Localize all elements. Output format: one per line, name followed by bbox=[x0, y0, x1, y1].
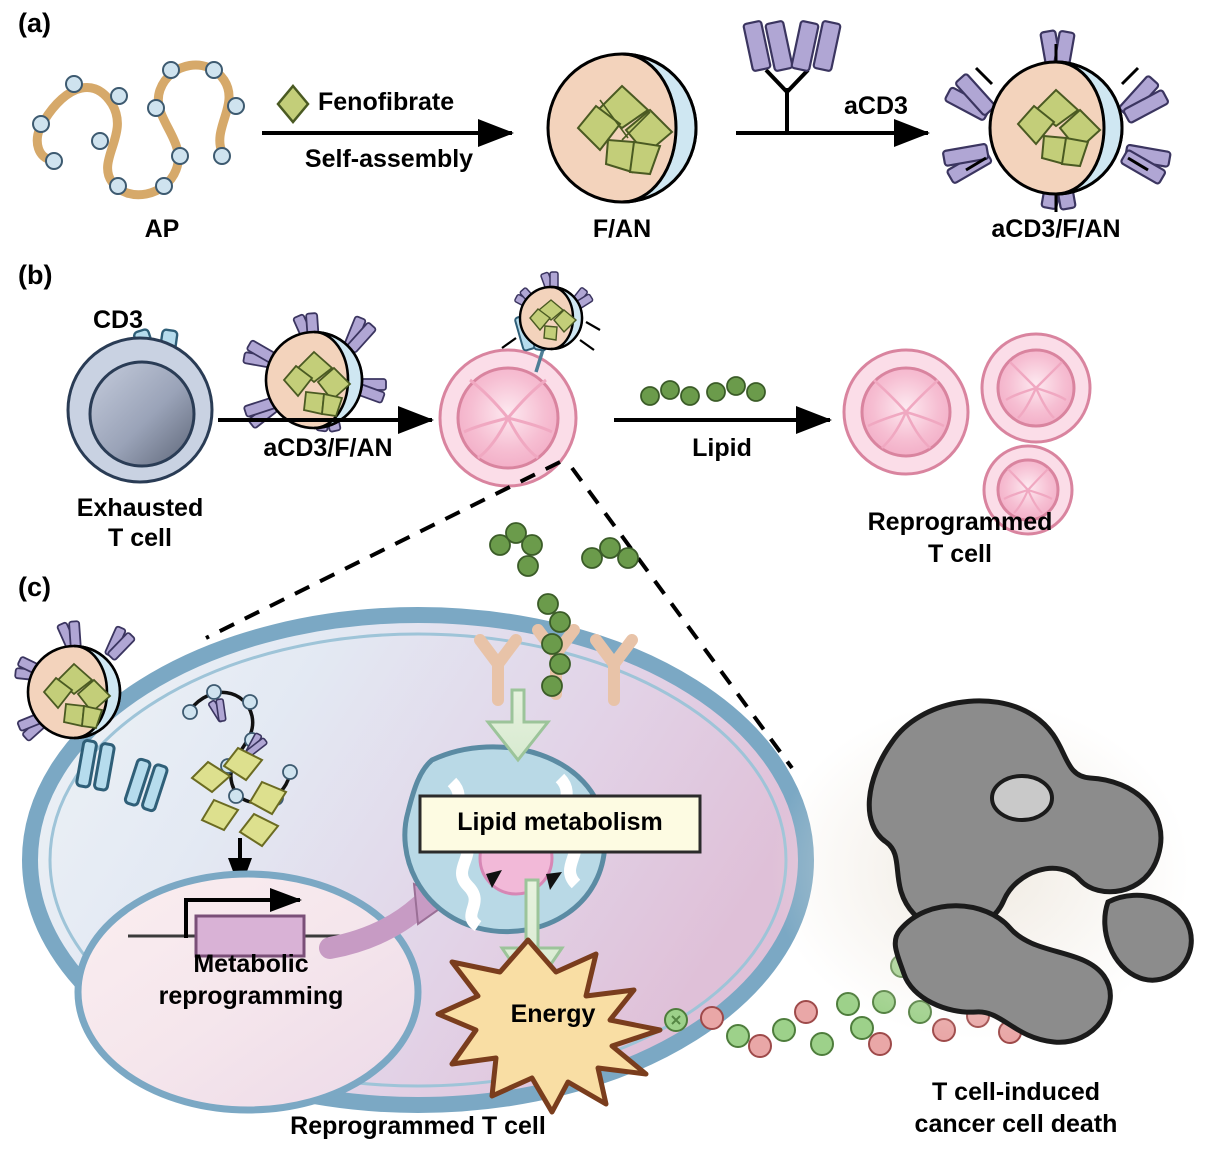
caption-fan: F/AN bbox=[592, 215, 652, 243]
reprogrammed-t-cells bbox=[842, 332, 1092, 536]
panel-label-b: (b) bbox=[18, 260, 53, 290]
released-polymer bbox=[182, 684, 298, 890]
label-cd3: CD3 bbox=[92, 306, 143, 334]
label-acd3fan-arrow: aCD3/F/AN bbox=[263, 434, 393, 462]
panel-label-a: (a) bbox=[18, 8, 51, 38]
nucleus bbox=[74, 870, 422, 1114]
caption-cancer-2: cancer cell death bbox=[914, 1110, 1118, 1138]
zoom-guide-lines bbox=[205, 460, 794, 770]
bound-nanoparticle bbox=[501, 271, 601, 373]
exhausted-t-cell bbox=[66, 336, 214, 484]
label-acd3: aCD3 bbox=[844, 92, 908, 120]
caption-reprogrammed-cell: Reprogrammed T cell bbox=[290, 1112, 546, 1140]
caption-reprogrammed-2: T cell bbox=[928, 540, 992, 568]
caption-reprogrammed-1: Reprogrammed bbox=[867, 508, 1053, 536]
acd3-fan-nanoparticle bbox=[942, 29, 1172, 212]
fan-nanoparticle bbox=[546, 52, 698, 204]
label-fenofibrate: Fenofibrate bbox=[318, 88, 455, 116]
cancer-cells bbox=[770, 698, 1194, 1045]
ap-polymer bbox=[32, 60, 245, 200]
caption-exhausted-1: Exhausted bbox=[76, 494, 204, 522]
label-energy: Energy bbox=[510, 1000, 596, 1028]
lipid-metabolism-box bbox=[418, 794, 702, 854]
energy-star bbox=[435, 937, 663, 1115]
label-lipid-metabolism: Lipid metabolism bbox=[457, 808, 663, 836]
fenofibrate-icon bbox=[276, 84, 310, 124]
acd3-fan-small bbox=[242, 312, 387, 433]
label-lipid-arrow: Lipid bbox=[692, 434, 752, 462]
lipid-molecules-c bbox=[489, 522, 639, 697]
label-metabolic-2: reprogramming bbox=[158, 982, 344, 1010]
lipid-molecules-b bbox=[640, 376, 766, 406]
label-metabolic-1: Metabolic bbox=[193, 950, 309, 978]
caption-exhausted-2: T cell bbox=[108, 524, 172, 552]
nanoparticle-docking bbox=[14, 620, 169, 813]
arrow-into-mito bbox=[484, 688, 552, 763]
label-self-assembly: Self-assembly bbox=[304, 145, 474, 173]
activated-t-cell bbox=[438, 348, 578, 488]
caption-cancer-1: T cell-induced bbox=[931, 1078, 1101, 1106]
antibody-icon bbox=[742, 20, 842, 132]
caption-acd3fan: aCD3/F/AN bbox=[991, 215, 1121, 243]
caption-ap: AP bbox=[144, 215, 180, 243]
panel-label-c: (c) bbox=[18, 572, 51, 602]
